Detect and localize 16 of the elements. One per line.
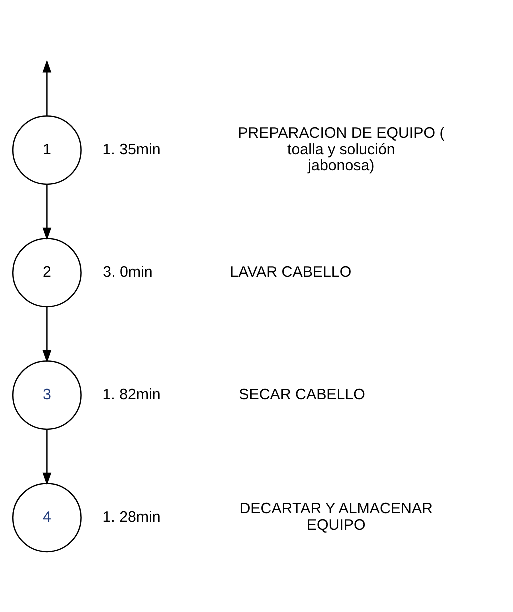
arrow — [42, 184, 52, 240]
node-label: 1. 82min — [102, 386, 161, 403]
node-label: 3. 0min — [103, 263, 153, 280]
label: SECAR CABELLO — [239, 386, 366, 403]
node-circle: 3 — [12, 360, 82, 430]
node-circle: 4 — [12, 482, 82, 552]
label: DECARTAR Y ALMACENAR EQUIPO — [240, 500, 433, 534]
arrow — [42, 306, 52, 362]
node-label: 1. 35min — [102, 140, 161, 158]
node-circle: 1 — [12, 115, 82, 185]
arrow — [42, 429, 52, 485]
node-label: 1. 28min — [102, 508, 161, 526]
arrow — [42, 60, 52, 116]
node-circle: 2 — [12, 238, 82, 308]
label: LAVAR CABELLO — [230, 263, 352, 280]
label: PREPARACION DE EQUIPO ( toalla y solución jabonosa) — [238, 124, 445, 174]
